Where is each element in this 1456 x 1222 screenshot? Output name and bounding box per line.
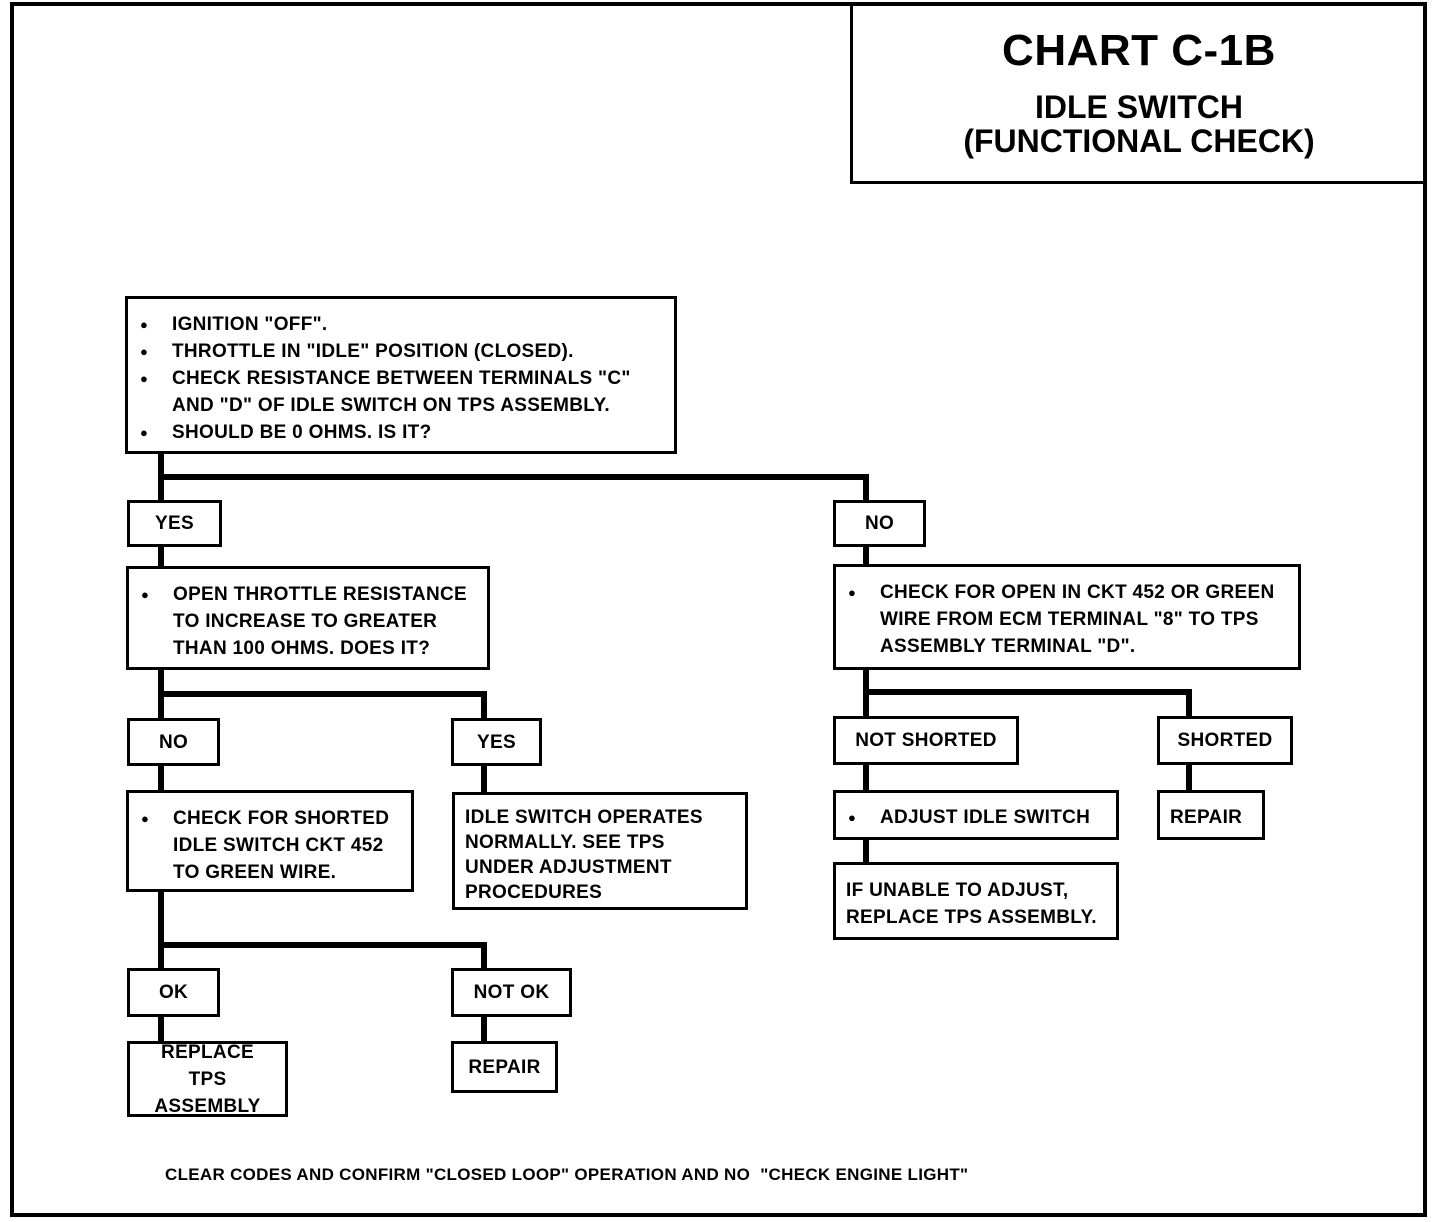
start-item-check-resistance: CHECK RESISTANCE BETWEEN TERMINALS "C" A… — [130, 365, 666, 419]
chart-subtitle-line1: IDLE SWITCH — [1035, 89, 1243, 125]
chart-frame — [10, 2, 1427, 1217]
not-ok-label-box: NOT OK — [451, 968, 572, 1017]
connector-yes-step-branches — [158, 668, 487, 720]
throttle-resistance-step: OPEN THROTTLE RESISTANCE TO INCREASE TO … — [131, 581, 479, 662]
shorted-label-box: SHORTED — [1157, 716, 1293, 765]
start-item-ignition: IGNITION "OFF". — [130, 311, 666, 338]
start-item-question: SHOULD BE 0 OHMS. IS IT? — [130, 419, 666, 446]
start-item-throttle: THROTTLE IN "IDLE" POSITION (CLOSED). — [130, 338, 666, 365]
no-sub-label-box: NO — [127, 718, 220, 766]
no-label-box: NO — [833, 500, 926, 547]
connector-shorted-check-branches — [158, 890, 487, 970]
connector-no-step-branches — [863, 668, 1192, 718]
shorted-switch-check-step: CHECK FOR SHORTED IDLE SWITCH CKT 452 TO… — [131, 805, 403, 886]
adjust-idle-switch-step: ADJUST IDLE SWITCH — [838, 804, 1108, 831]
not-ok-repair-box: REPAIR — [451, 1041, 558, 1093]
chart-title: CHART C-1B — [1002, 26, 1276, 75]
adjust-idle-switch-box: ADJUST IDLE SWITCH — [833, 790, 1119, 840]
open-circuit-step-box: CHECK FOR OPEN IN CKT 452 OR GREEN WIRE … — [833, 564, 1301, 670]
open-circuit-step: CHECK FOR OPEN IN CKT 452 OR GREEN WIRE … — [838, 579, 1290, 660]
chart-subtitle-line2: (FUNCTIONAL CHECK) — [963, 123, 1315, 159]
title-block: CHART C-1B IDLE SWITCH (FUNCTIONAL CHECK… — [850, 4, 1425, 184]
yes-label-box: YES — [127, 500, 222, 547]
not-shorted-label-box: NOT SHORTED — [833, 716, 1019, 765]
yes-sub-label-box: YES — [451, 718, 542, 766]
throttle-resistance-step-box: OPEN THROTTLE RESISTANCE TO INCREASE TO … — [126, 566, 490, 670]
replace-tps-assembly-box: REPLACE TPS ASSEMBLY — [127, 1041, 288, 1117]
replace-if-unable-box: IF UNABLE TO ADJUST, REPLACE TPS ASSEMBL… — [833, 862, 1119, 940]
shorted-switch-check-box: CHECK FOR SHORTED IDLE SWITCH CKT 452 TO… — [126, 790, 414, 892]
start-step-box: IGNITION "OFF". THROTTLE IN "IDLE" POSIT… — [125, 296, 677, 454]
ok-label-box: OK — [127, 968, 220, 1017]
connector-start-branches — [158, 452, 869, 502]
footer-note: CLEAR CODES AND CONFIRM "CLOSED LOOP" OP… — [165, 1165, 969, 1184]
switch-operates-normally-box: IDLE SWITCH OPERATES NORMALLY. SEE TPS U… — [452, 792, 748, 910]
shorted-repair-box: REPAIR — [1157, 790, 1265, 840]
